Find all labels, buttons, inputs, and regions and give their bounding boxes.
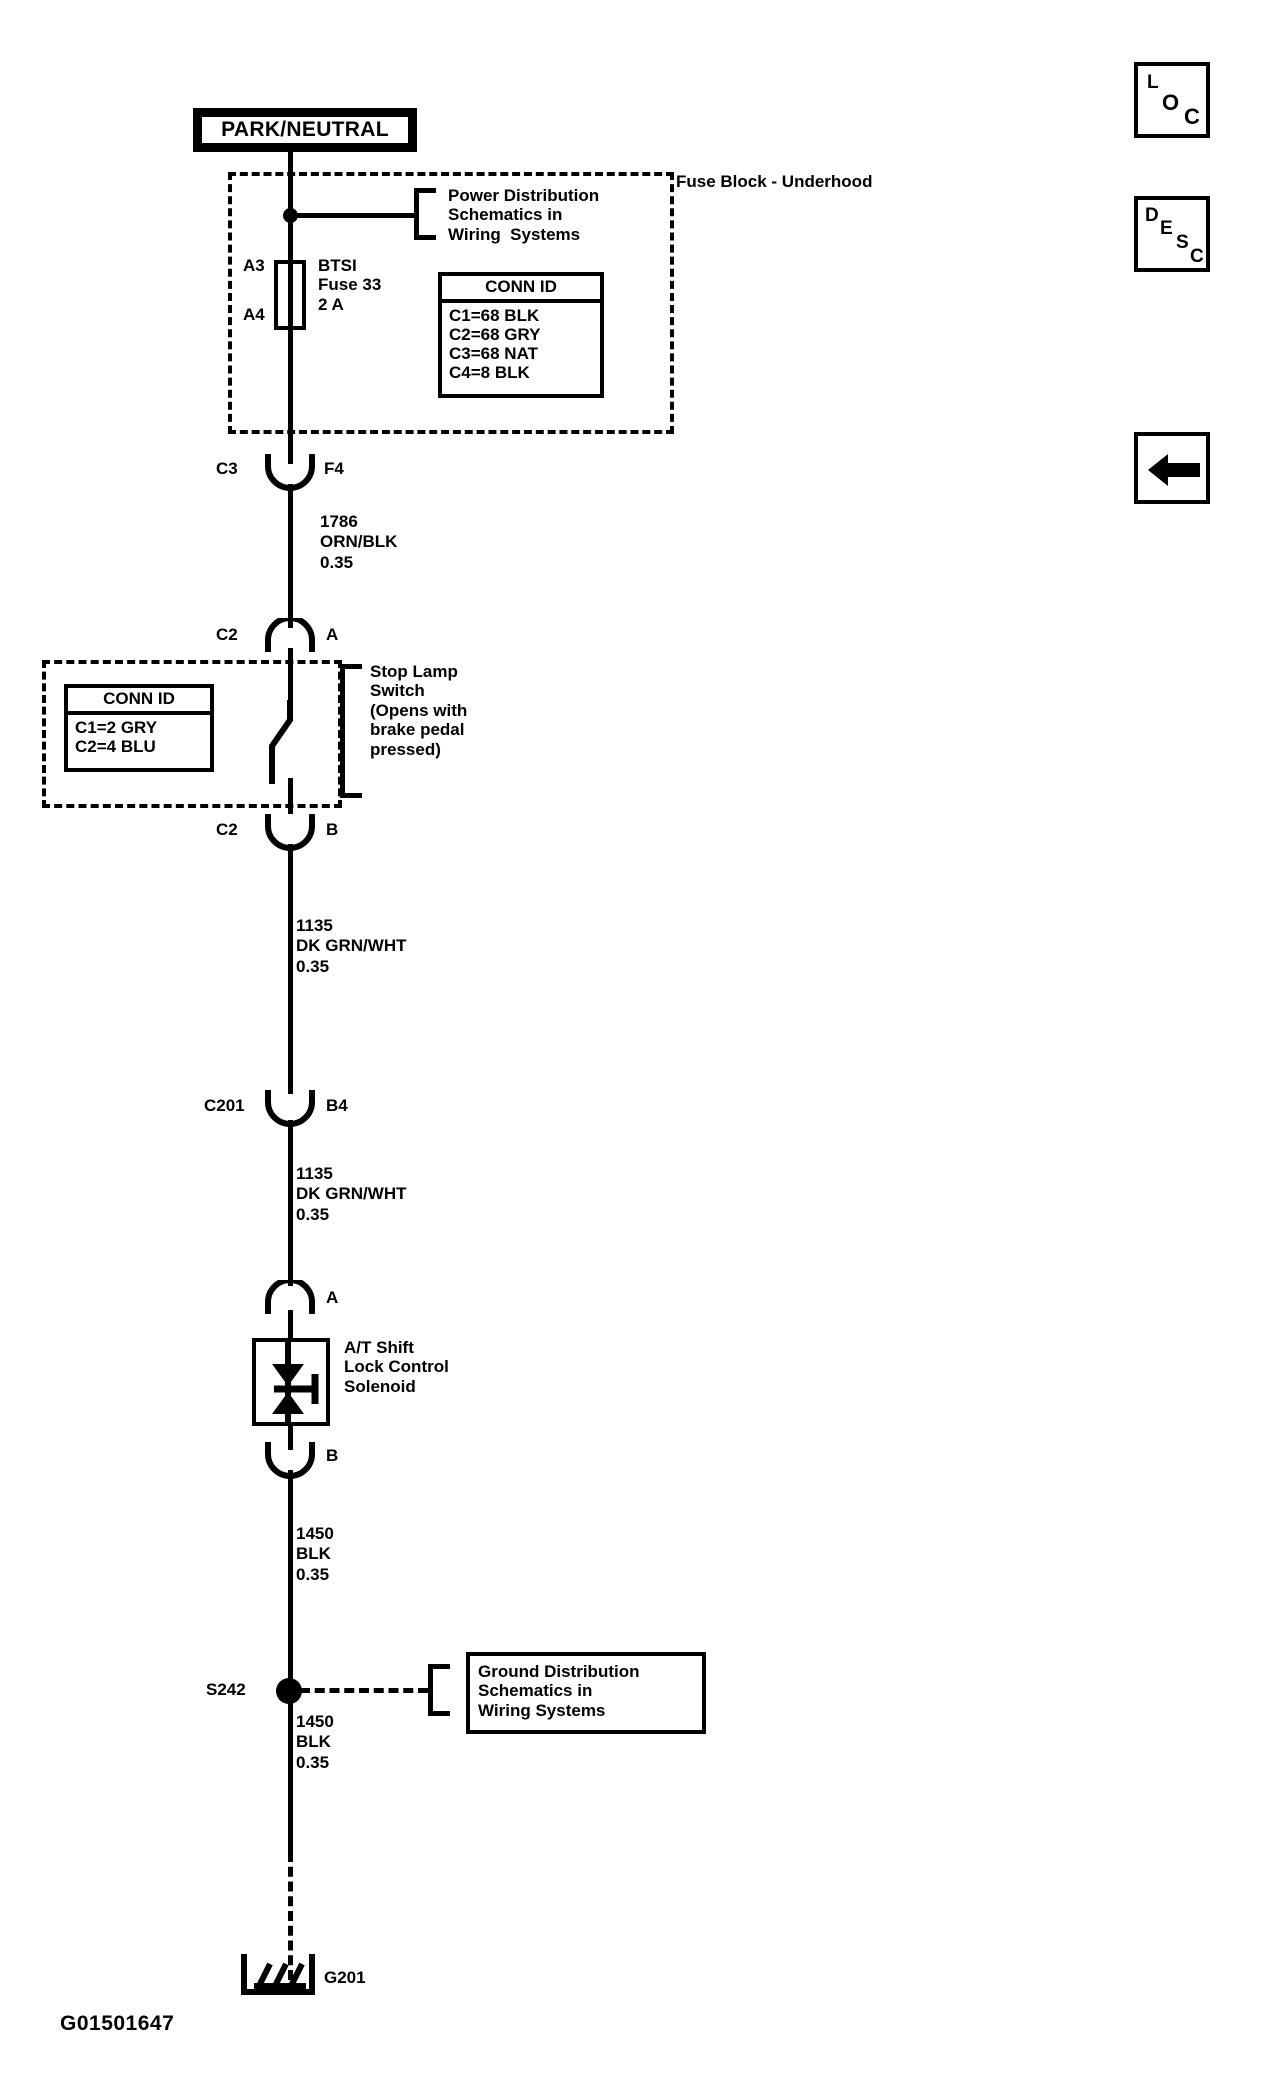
conn-id-header: CONN ID (68, 688, 210, 715)
stop-lamp-switch-conn-id-table: CONN ID C1=2 GRY C2=4 BLU (64, 684, 214, 772)
fuse-block-name: Fuse Block - Underhood (676, 172, 873, 191)
fuse-label: BTSI Fuse 33 2 A (318, 256, 382, 314)
wire-through-fuse (288, 258, 293, 334)
connector-f4-label: F4 (324, 459, 344, 478)
desc-button-letter-s: S (1176, 232, 1189, 253)
conn-id-row: C1=2 GRY (75, 717, 158, 737)
connector-b4-label: B4 (326, 1096, 348, 1115)
ground-g201-label: G201 (324, 1968, 366, 1987)
back-button[interactable] (1134, 432, 1210, 504)
conn-id-row: C1=68 BLK (449, 305, 540, 325)
conn-id-row: C2=4 BLU (75, 736, 156, 756)
solenoid-inner-symbol (272, 1338, 319, 1426)
power-distribution-reference: Power Distribution Schematics in Wiring … (448, 186, 600, 244)
ground-distribution-bracket (428, 1664, 450, 1716)
ground-symbol (241, 1954, 315, 1995)
fuse-block-boundary (228, 172, 674, 434)
back-arrow-icon (1148, 454, 1200, 486)
loc-button-letter-l: L (1147, 72, 1159, 93)
desc-button[interactable]: D E S C (1134, 196, 1210, 272)
wire-fuse-to-c3 (288, 330, 293, 464)
wire-segment-1450-upper (288, 1470, 293, 1696)
page-title: PARK/NEUTRAL (221, 118, 389, 141)
desc-button-letter-d: D (1145, 205, 1159, 226)
power-distribution-bracket (414, 188, 436, 240)
loc-button[interactable]: L O C (1134, 62, 1210, 138)
splice-s242-label: S242 (206, 1680, 246, 1699)
solenoid-terminal-a-label: A (326, 1288, 339, 1307)
connector-b-out-label: B (326, 820, 339, 839)
connector-c2-a-symbol (265, 618, 315, 652)
stop-lamp-switch-blade (269, 700, 293, 784)
stop-lamp-switch-name: Stop Lamp Switch (Opens with brake pedal… (370, 662, 468, 759)
conn-id-row: C2=68 GRY (449, 324, 541, 344)
desc-button-letter-e: E (1160, 218, 1173, 239)
wire-splice-to-ground-callout (300, 1688, 428, 1693)
drawing-id: G01501647 (60, 2012, 175, 2035)
wire-out-of-solenoid (288, 1422, 293, 1450)
wire-segment-1135-upper (288, 844, 293, 1094)
fuse-pin-lower: A4 (243, 305, 265, 324)
conn-id-row: C3=68 NAT (449, 343, 538, 363)
stop-lamp-switch-boundary (42, 660, 342, 808)
conn-id-header: CONN ID (442, 276, 600, 303)
solenoid-name: A/T Shift Lock Control Solenoid (344, 1338, 449, 1396)
wire-out-of-switch (288, 778, 293, 814)
connector-c3-label: C3 (216, 459, 238, 478)
diagram-title-banner: PARK/NEUTRAL (193, 108, 417, 152)
ground-distribution-box: Ground Distribution Schematics in Wiring… (466, 1652, 706, 1734)
fuse-block-conn-id-table: CONN ID C1=68 BLK C2=68 GRY C3=68 NAT C4… (438, 272, 604, 398)
loc-button-letter-o: O (1162, 90, 1180, 115)
wire-segment-1786 (288, 484, 293, 628)
wire-segment-1135-lower (288, 1120, 293, 1286)
wire-node-to-fuse (288, 213, 293, 261)
loc-button-letter-c: C (1184, 104, 1200, 129)
connector-solenoid-a-symbol (265, 1280, 315, 1314)
conn-id-row: C4=8 BLK (449, 362, 530, 382)
wire-banner-to-node (288, 152, 293, 218)
wire-segment-1450-lower (288, 1700, 293, 1856)
solenoid-terminal-b-label: B (326, 1446, 339, 1465)
fuse-pin-upper: A3 (243, 256, 265, 275)
ground-distribution-reference: Ground Distribution Schematics in Wiring… (478, 1662, 640, 1720)
connector-a-in-label: A (326, 625, 339, 644)
wire-to-ground-dashed (288, 1852, 293, 1980)
wire-into-switch (288, 648, 293, 710)
connector-c2-out-label: C2 (216, 820, 238, 839)
desc-button-letter-c: C (1190, 246, 1204, 267)
splice-s242-dot (276, 1678, 302, 1704)
stop-lamp-switch-bracket (340, 664, 362, 798)
connector-c201-label: C201 (204, 1096, 245, 1115)
connector-c2-in-label: C2 (216, 625, 238, 644)
wire-into-solenoid (288, 1310, 293, 1344)
wire-node-to-pd-callout (290, 213, 414, 218)
